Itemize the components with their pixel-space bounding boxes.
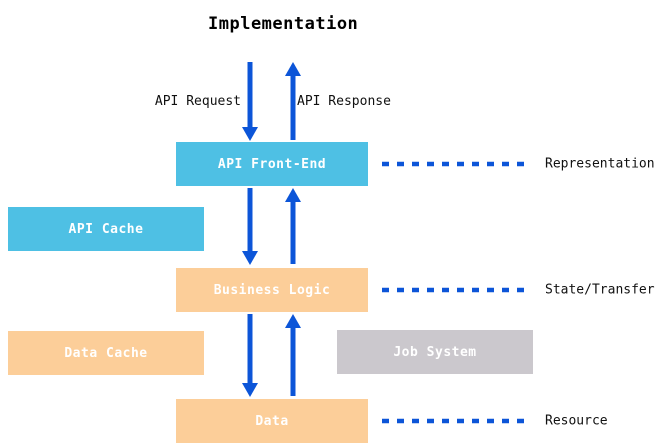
down-arrow-logic-to-data [242, 314, 258, 397]
down-arrow-impl-to-frontend [242, 62, 258, 141]
layer-label-representation: Representation [545, 156, 655, 172]
box-data: Data [176, 399, 368, 443]
box-business-logic: Business Logic [176, 268, 368, 312]
box-api-cache: API Cache [8, 207, 204, 251]
box-api-front-end: API Front-End [176, 142, 368, 186]
diagram-title: Implementation [208, 14, 359, 34]
up-arrow-logic-to-frontend [285, 188, 301, 264]
layer-label-resource: Resource [545, 413, 608, 429]
down-arrow-frontend-to-logic [242, 188, 258, 265]
box-job-system: Job System [337, 330, 533, 374]
layer-label-state-transfer: State/Transfer [545, 282, 655, 298]
box-data-cache: Data Cache [8, 331, 204, 375]
up-arrow-data-to-logic [285, 314, 301, 396]
api-request-label: API Request [154, 94, 241, 109]
api-response-label: API Response [297, 94, 391, 109]
